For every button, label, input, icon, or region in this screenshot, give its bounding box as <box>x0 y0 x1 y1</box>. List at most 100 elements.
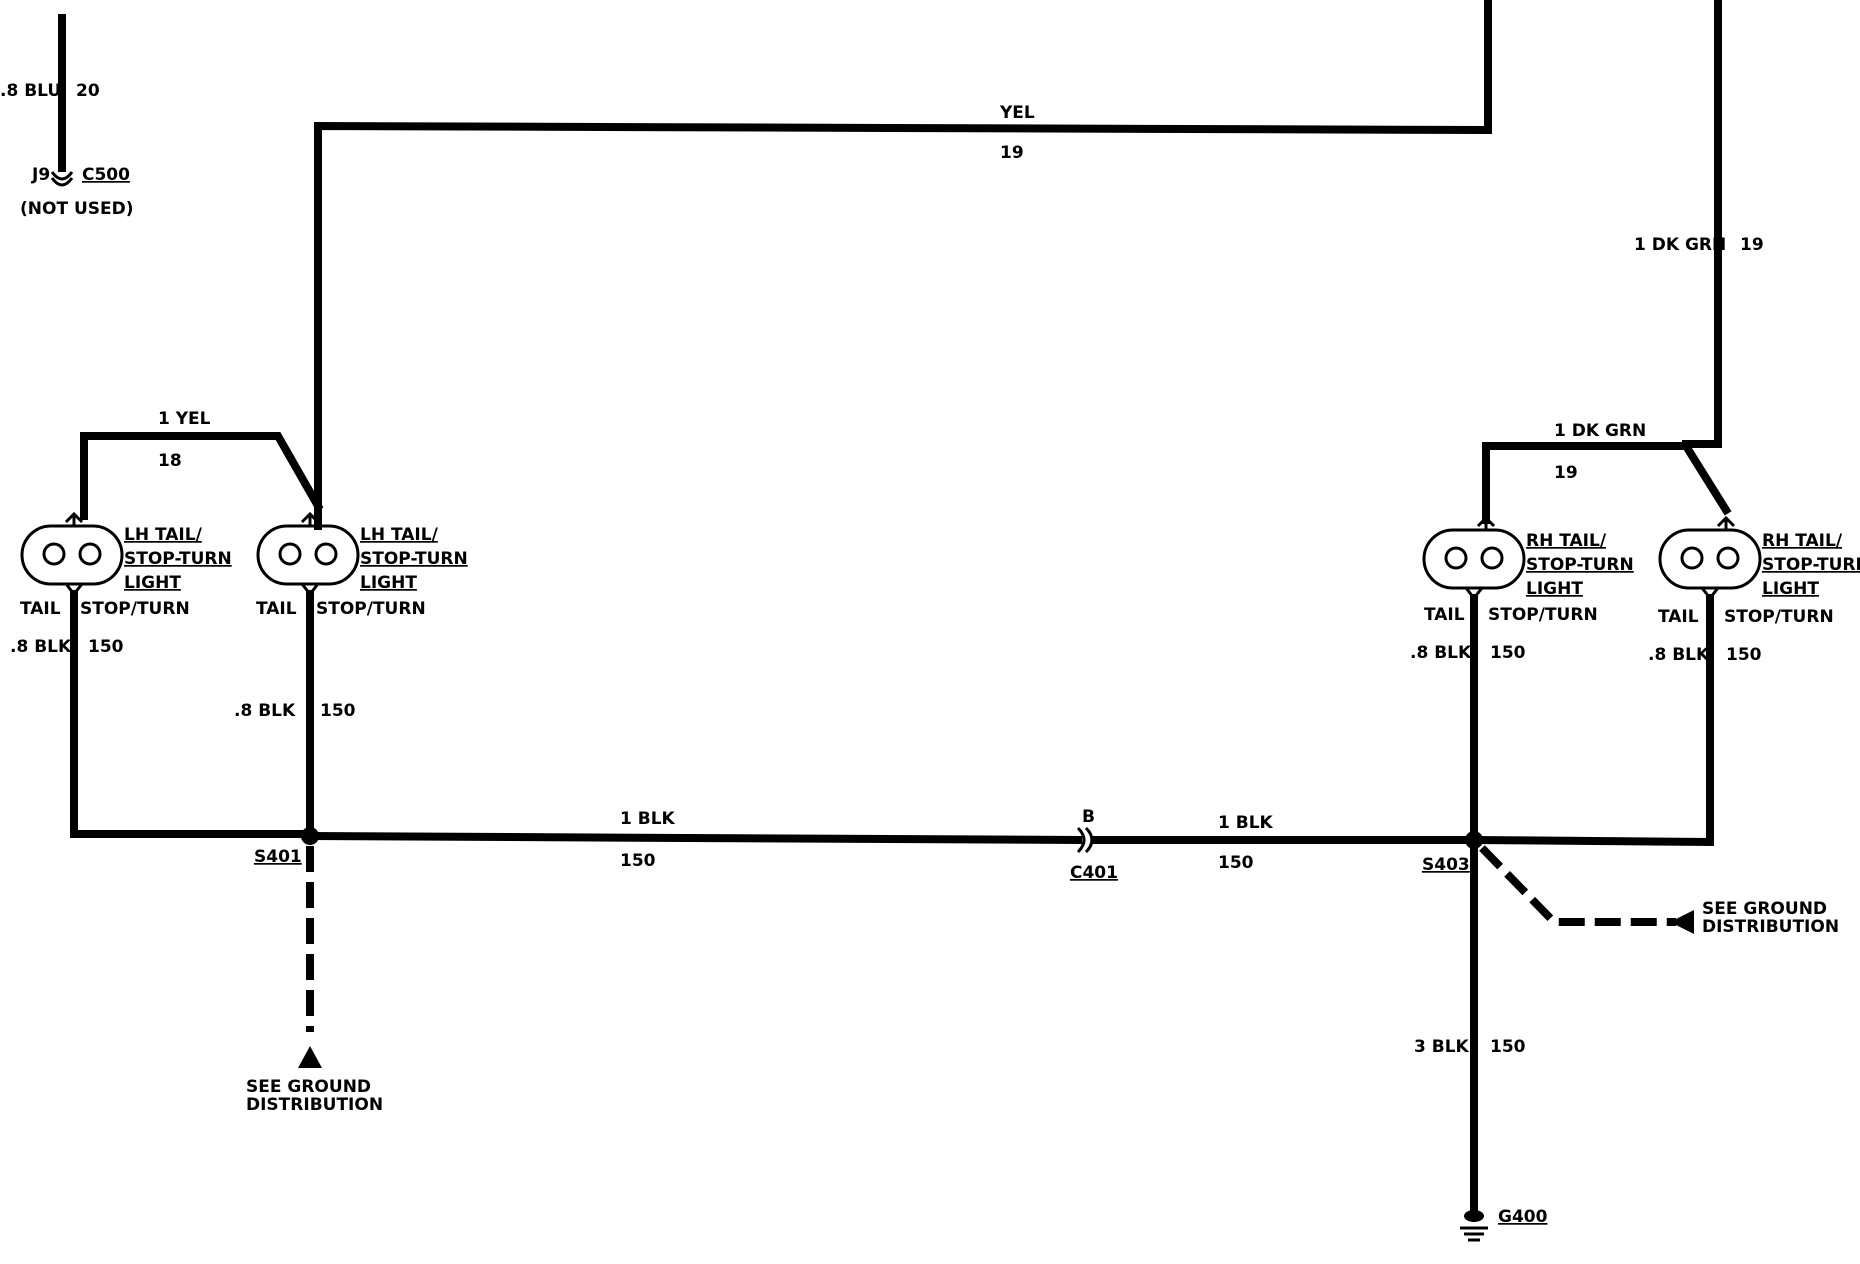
ground-bus-left-circuit-label: 150 <box>620 851 656 871</box>
dkgrn-feed-color-label: 1 DK GRN <box>1634 235 1726 255</box>
c401-connector-icon-2 <box>1084 826 1094 854</box>
rh-jumper-color-label: 1 DK GRN <box>1554 421 1646 441</box>
ground-bus-right-circuit-label: 150 <box>1218 853 1254 873</box>
lh-lamp-2-tail-label: TAIL <box>256 599 297 619</box>
lh-lamp-1: LH TAIL/ STOP-TURN LIGHT TAIL STOP/TURN <box>20 511 232 619</box>
rh-lamp-2-wire-color-label: .8 BLK <box>1648 645 1710 665</box>
rh-lamp-2-stopturn-label: STOP/TURN <box>1724 607 1834 627</box>
rh-lamp-1-stopturn-label: STOP/TURN <box>1488 605 1598 625</box>
rh-lamp-2: RH TAIL/ STOP-TURN LIGHT TAIL STOP/TURN <box>1658 515 1860 627</box>
s401-ground-group: SEE GROUND DISTRIBUTION <box>246 846 383 1115</box>
lh-lamp-1-terminal-top-icon <box>64 511 84 526</box>
lh-jumper-wire <box>80 432 324 520</box>
yel-feed-color-label: YEL <box>999 103 1035 123</box>
lh-lamp-1-ground-wire <box>70 590 314 838</box>
c500-connector-label: C500 <box>82 165 130 185</box>
rh-lamp-2-filament-icon <box>1680 546 1704 570</box>
s401-splice-label: S401 <box>254 847 302 867</box>
lh-lamp-1-body-icon <box>20 524 124 586</box>
rh-jumper-wire <box>1482 442 1732 524</box>
lh-lamp-2-filament-icon-2 <box>314 542 338 566</box>
rh-lamp-1-wire-circuit-label: 150 <box>1490 643 1526 663</box>
rh-lamp-2-wire-circuit-label: 150 <box>1726 645 1762 665</box>
c500-pin-label: J9 <box>31 165 50 185</box>
rh-lamp-1-title-2: STOP-TURN <box>1526 555 1634 575</box>
yel-feed-circuit-label: 19 <box>1000 143 1024 163</box>
rh-lamp-2-terminal-top-icon <box>1716 515 1736 530</box>
rh-lamp-1: RH TAIL/ STOP-TURN LIGHT TAIL STOP/TURN <box>1422 515 1634 625</box>
lh-jumper-circuit-label: 18 <box>158 451 182 471</box>
rh-lamp-1-body-icon <box>1422 528 1526 590</box>
s403-ground-arrow-icon <box>1670 910 1694 934</box>
rh-lamp-1-wire-color-label: .8 BLK <box>1410 643 1472 663</box>
s403-splice-label: S403 <box>1422 855 1470 875</box>
ground-bus-left-wire <box>305 831 1083 845</box>
rh-lamp-2-title-1: RH TAIL/ <box>1762 531 1843 551</box>
dkgrn-feed-group: 1 DK GRN 19 <box>1634 0 1764 448</box>
lh-lamp-1-title-2: STOP-TURN <box>124 549 232 569</box>
lh-lamp-1-title-3: LIGHT <box>124 573 181 593</box>
ground-bus-left-color-label: 1 BLK <box>620 809 676 829</box>
c500-wire-circuit-label: 20 <box>76 81 100 101</box>
c500-note-label: (NOT USED) <box>20 199 134 219</box>
s403-see-ground-label-1: SEE GROUND <box>1702 899 1827 919</box>
lh-lamp-2: LH TAIL/ STOP-TURN LIGHT TAIL STOP/TURN <box>256 511 468 619</box>
c500-connector-icon-2 <box>50 177 74 187</box>
dkgrn-feed-wire <box>1682 0 1722 448</box>
s401-ground-arrow-icon <box>298 1046 322 1068</box>
c500-wire-color-label: .8 BLU <box>0 81 61 101</box>
s401-see-ground-label-2: DISTRIBUTION <box>246 1095 383 1115</box>
g400-ground-icon <box>1460 1210 1488 1242</box>
lh-lamp-1-tail-label: TAIL <box>20 599 61 619</box>
lh-jumper-group: 1 YEL 18 <box>80 409 324 520</box>
rh-lamp-2-filament-icon-2 <box>1716 546 1740 570</box>
rh-lamp-1-terminal-top-icon <box>1476 515 1496 530</box>
s401-see-ground-label-1: SEE GROUND <box>246 1077 371 1097</box>
ground-bus: 1 BLK 150 1 BLK 150 B C401 S401 S403 <box>254 807 1483 883</box>
lh-lamp-2-title-1: LH TAIL/ <box>360 525 439 545</box>
lh-lamp-2-title-3: LIGHT <box>360 573 417 593</box>
lh-lamp-2-wire-color-label: .8 BLK <box>234 701 296 721</box>
ground-bus-right-color-label: 1 BLK <box>1218 813 1274 833</box>
lh-lamp-1-filament-icon <box>42 542 66 566</box>
rh-lamp-2-tail-label: TAIL <box>1658 607 1699 627</box>
lh-lamp-2-stopturn-label: STOP/TURN <box>316 599 426 619</box>
g400-ground-group: 3 BLK 150 G400 <box>1414 844 1548 1242</box>
c401-connector-label: C401 <box>1070 863 1118 883</box>
g400-wire-color-label: 3 BLK <box>1414 1037 1470 1057</box>
yel-feed-wire <box>314 0 1492 530</box>
lh-lamp-2-filament-icon <box>278 542 302 566</box>
rh-lamp-1-filament-icon-2 <box>1480 546 1504 570</box>
lh-lamp-1-stopturn-label: STOP/TURN <box>80 599 190 619</box>
s403-see-ground-label-2: DISTRIBUTION <box>1702 917 1839 937</box>
rh-lamp-2-body-icon <box>1658 528 1762 590</box>
s403-ground-dashed-wire <box>1479 845 1676 926</box>
rh-jumper-group: 1 DK GRN 19 <box>1482 421 1732 524</box>
lh-lamp-2-terminal-top-icon <box>300 511 320 526</box>
g400-ground-label: G400 <box>1498 1207 1548 1227</box>
g400-wire-circuit-label: 150 <box>1490 1037 1526 1057</box>
lh-lamp-1-wire-circuit-label: 150 <box>88 637 124 657</box>
rh-lamp-1-filament-icon <box>1444 546 1468 570</box>
rh-lamp-1-tail-label: TAIL <box>1424 605 1465 625</box>
s403-ground-group: SEE GROUND DISTRIBUTION <box>1479 845 1839 937</box>
dkgrn-feed-circuit-label: 19 <box>1740 235 1764 255</box>
yel-feed-group: YEL 19 <box>314 0 1492 530</box>
c401-pin-label: B <box>1082 807 1095 827</box>
s403-splice-icon <box>1465 831 1483 849</box>
lh-lamp-2-body-icon <box>256 524 360 586</box>
rh-lamp-2-ground-wire <box>1469 594 1714 847</box>
lh-lamp-2-title-2: STOP-TURN <box>360 549 468 569</box>
lh-lamp-1-title-1: LH TAIL/ <box>124 525 203 545</box>
lh-lamp-1-filament-icon-2 <box>78 542 102 566</box>
lh-lamp-2-wire-circuit-label: 150 <box>320 701 356 721</box>
rh-lamp-1-title-3: LIGHT <box>1526 579 1583 599</box>
rh-lamp-2-title-2: STOP-TURN <box>1762 555 1860 575</box>
lamp-ground-wires: .8 BLK 150 .8 BLK 150 .8 BLK 150 .8 BLK … <box>10 590 1762 847</box>
c500-connector-icon <box>50 171 74 181</box>
rh-lamp-1-title-1: RH TAIL/ <box>1526 531 1607 551</box>
lh-lamp-1-wire-color-label: .8 BLK <box>10 637 72 657</box>
rh-lamp-2-title-3: LIGHT <box>1762 579 1819 599</box>
s401-splice-icon <box>301 827 319 845</box>
